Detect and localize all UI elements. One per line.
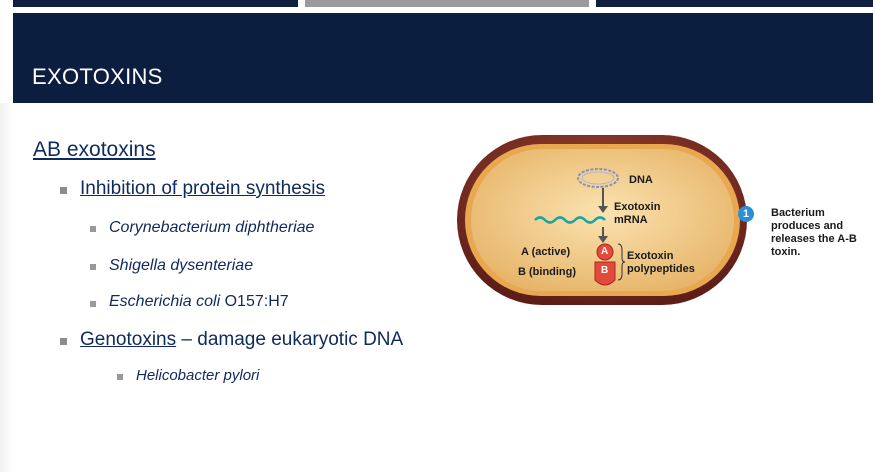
a-letter: A xyxy=(601,246,609,257)
a-subunit-icon xyxy=(596,243,614,261)
organism-name: Shigella dysenteriae xyxy=(109,257,254,274)
dna-icon xyxy=(581,171,615,185)
item-inhibition-label: Inhibition of protein synthesis xyxy=(80,178,326,199)
left-edge-shading xyxy=(0,103,14,472)
cytoplasm xyxy=(471,149,734,291)
bullet-icon xyxy=(60,187,67,194)
organism-strain: O157:H7 xyxy=(220,293,289,310)
organism-item: Helicobacter pylori xyxy=(136,367,259,384)
slide-header: EXOTOXINS xyxy=(13,13,873,103)
item-inhibition-protein-synthesis: Inhibition of protein synthesis xyxy=(80,178,325,200)
organism-name: Helicobacter pylori xyxy=(136,367,260,384)
b-letter: B xyxy=(601,265,609,276)
mrna-icon xyxy=(534,216,606,224)
bullet-icon xyxy=(60,338,67,345)
step-description: Bacterium produces and releases the A-B … xyxy=(771,207,857,258)
organism-name: Corynebacterium diphtheriae xyxy=(109,219,315,236)
bullet-icon xyxy=(90,301,96,307)
top-bar-left xyxy=(13,0,298,7)
brace-icon xyxy=(617,243,626,281)
item-genotoxins: Genotoxins – damage eukaryotic DNA xyxy=(80,329,403,351)
bullet-icon xyxy=(90,226,96,232)
genotoxins-description: – damage eukaryotic DNA xyxy=(176,329,404,350)
slide-title: EXOTOXINS xyxy=(32,64,163,89)
polypeptides-label-2: polypeptides xyxy=(627,263,695,275)
ab-toxin-diagram: DNA Exotoxin mRNA A (active) B (binding)… xyxy=(455,130,865,310)
arrow-icon xyxy=(598,206,608,213)
mrna-label-1: Exotoxin xyxy=(614,201,661,213)
bullet-icon xyxy=(117,374,123,380)
organism-item: Escherichia coli O157:H7 xyxy=(109,293,289,311)
organism-name: Escherichia coli xyxy=(109,293,221,310)
genotoxins-label: Genotoxins xyxy=(80,329,177,350)
a-active-label: A (active) xyxy=(521,246,571,258)
heading-ab-exotoxins: AB exotoxins xyxy=(33,138,156,161)
bacterium-illustration xyxy=(457,135,747,305)
bullet-icon xyxy=(90,264,96,270)
dna-icon xyxy=(577,168,619,188)
polypeptides-label-1: Exotoxin xyxy=(627,250,674,262)
top-bar-right xyxy=(596,0,873,7)
organism-item: Shigella dysenteriae xyxy=(109,257,253,275)
top-bar-middle xyxy=(305,0,589,7)
step-number-badge: 1 xyxy=(738,206,754,222)
organism-item: Corynebacterium diphtheriae xyxy=(109,219,314,237)
dna-label: DNA xyxy=(629,174,653,186)
mrna-label-2: mRNA xyxy=(614,214,648,226)
arrow-icon xyxy=(598,236,608,243)
b-subunit-icon xyxy=(594,261,616,286)
b-binding-label: B (binding) xyxy=(518,266,577,278)
